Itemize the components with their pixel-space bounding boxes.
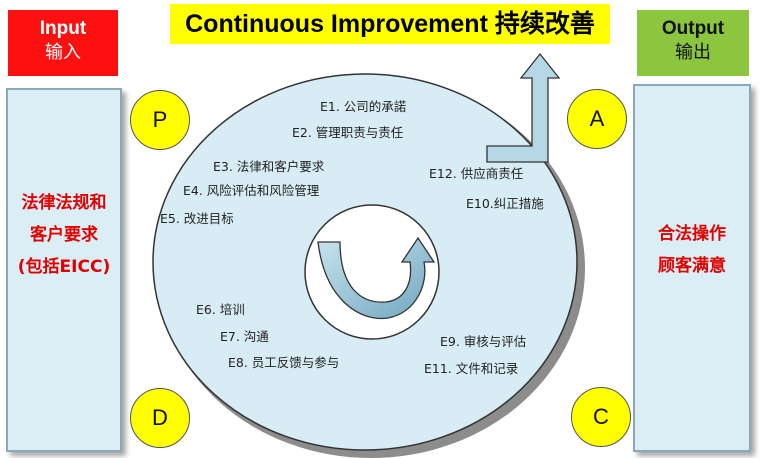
item-e4: E4. 风险评估和风险管理 [183, 183, 320, 198]
input-body: 法律法规和 客户要求 (包括EICC) [8, 187, 120, 283]
item-e9: E9. 审核与评估 [440, 334, 527, 349]
badge-c: C [571, 387, 631, 447]
improvement-arrow [486, 52, 561, 163]
output-header: Output 输出 [637, 10, 749, 76]
item-e8: E8. 员工反馈与参与 [228, 355, 340, 370]
item-e10: E10.纠正措施 [466, 196, 544, 211]
output-line-2: 顾客满意 [658, 256, 726, 276]
cycle-arrow [317, 236, 436, 320]
item-e11: E11. 文件和记录 [424, 361, 519, 376]
output-line-1: 合法操作 [658, 224, 726, 244]
output-label-cn: 输出 [675, 42, 711, 62]
item-e6: E6. 培训 [196, 302, 245, 317]
output-label-en: Output [661, 18, 725, 39]
input-label-en: Input [39, 18, 87, 39]
item-e12: E12. 供应商责任 [429, 166, 524, 181]
input-header: Input 输入 [8, 10, 118, 76]
output-body: 合法操作 顾客满意 [635, 218, 749, 282]
item-e2: E2. 管理职责与责任 [292, 125, 404, 140]
badge-d: D [130, 388, 190, 448]
diagram-title: Continuous Improvement 持续改善 [170, 4, 610, 44]
input-line-1: 法律法规和 [21, 193, 107, 213]
input-label-cn: 输入 [45, 42, 81, 62]
item-e3: E3. 法律和客户要求 [213, 159, 325, 174]
badge-p: P [130, 90, 190, 150]
item-e1: E1. 公司的承諾 [320, 99, 407, 114]
item-e7: E7. 沟通 [220, 329, 269, 344]
input-panel: 法律法规和 客户要求 (包括EICC) [6, 88, 122, 452]
output-panel: 合法操作 顾客满意 [633, 84, 751, 452]
item-e5: E5. 改进目标 [160, 211, 234, 226]
input-line-2: 客户要求 [30, 225, 98, 245]
input-line-3: (包括EICC) [17, 257, 111, 277]
badge-a: A [567, 89, 627, 149]
